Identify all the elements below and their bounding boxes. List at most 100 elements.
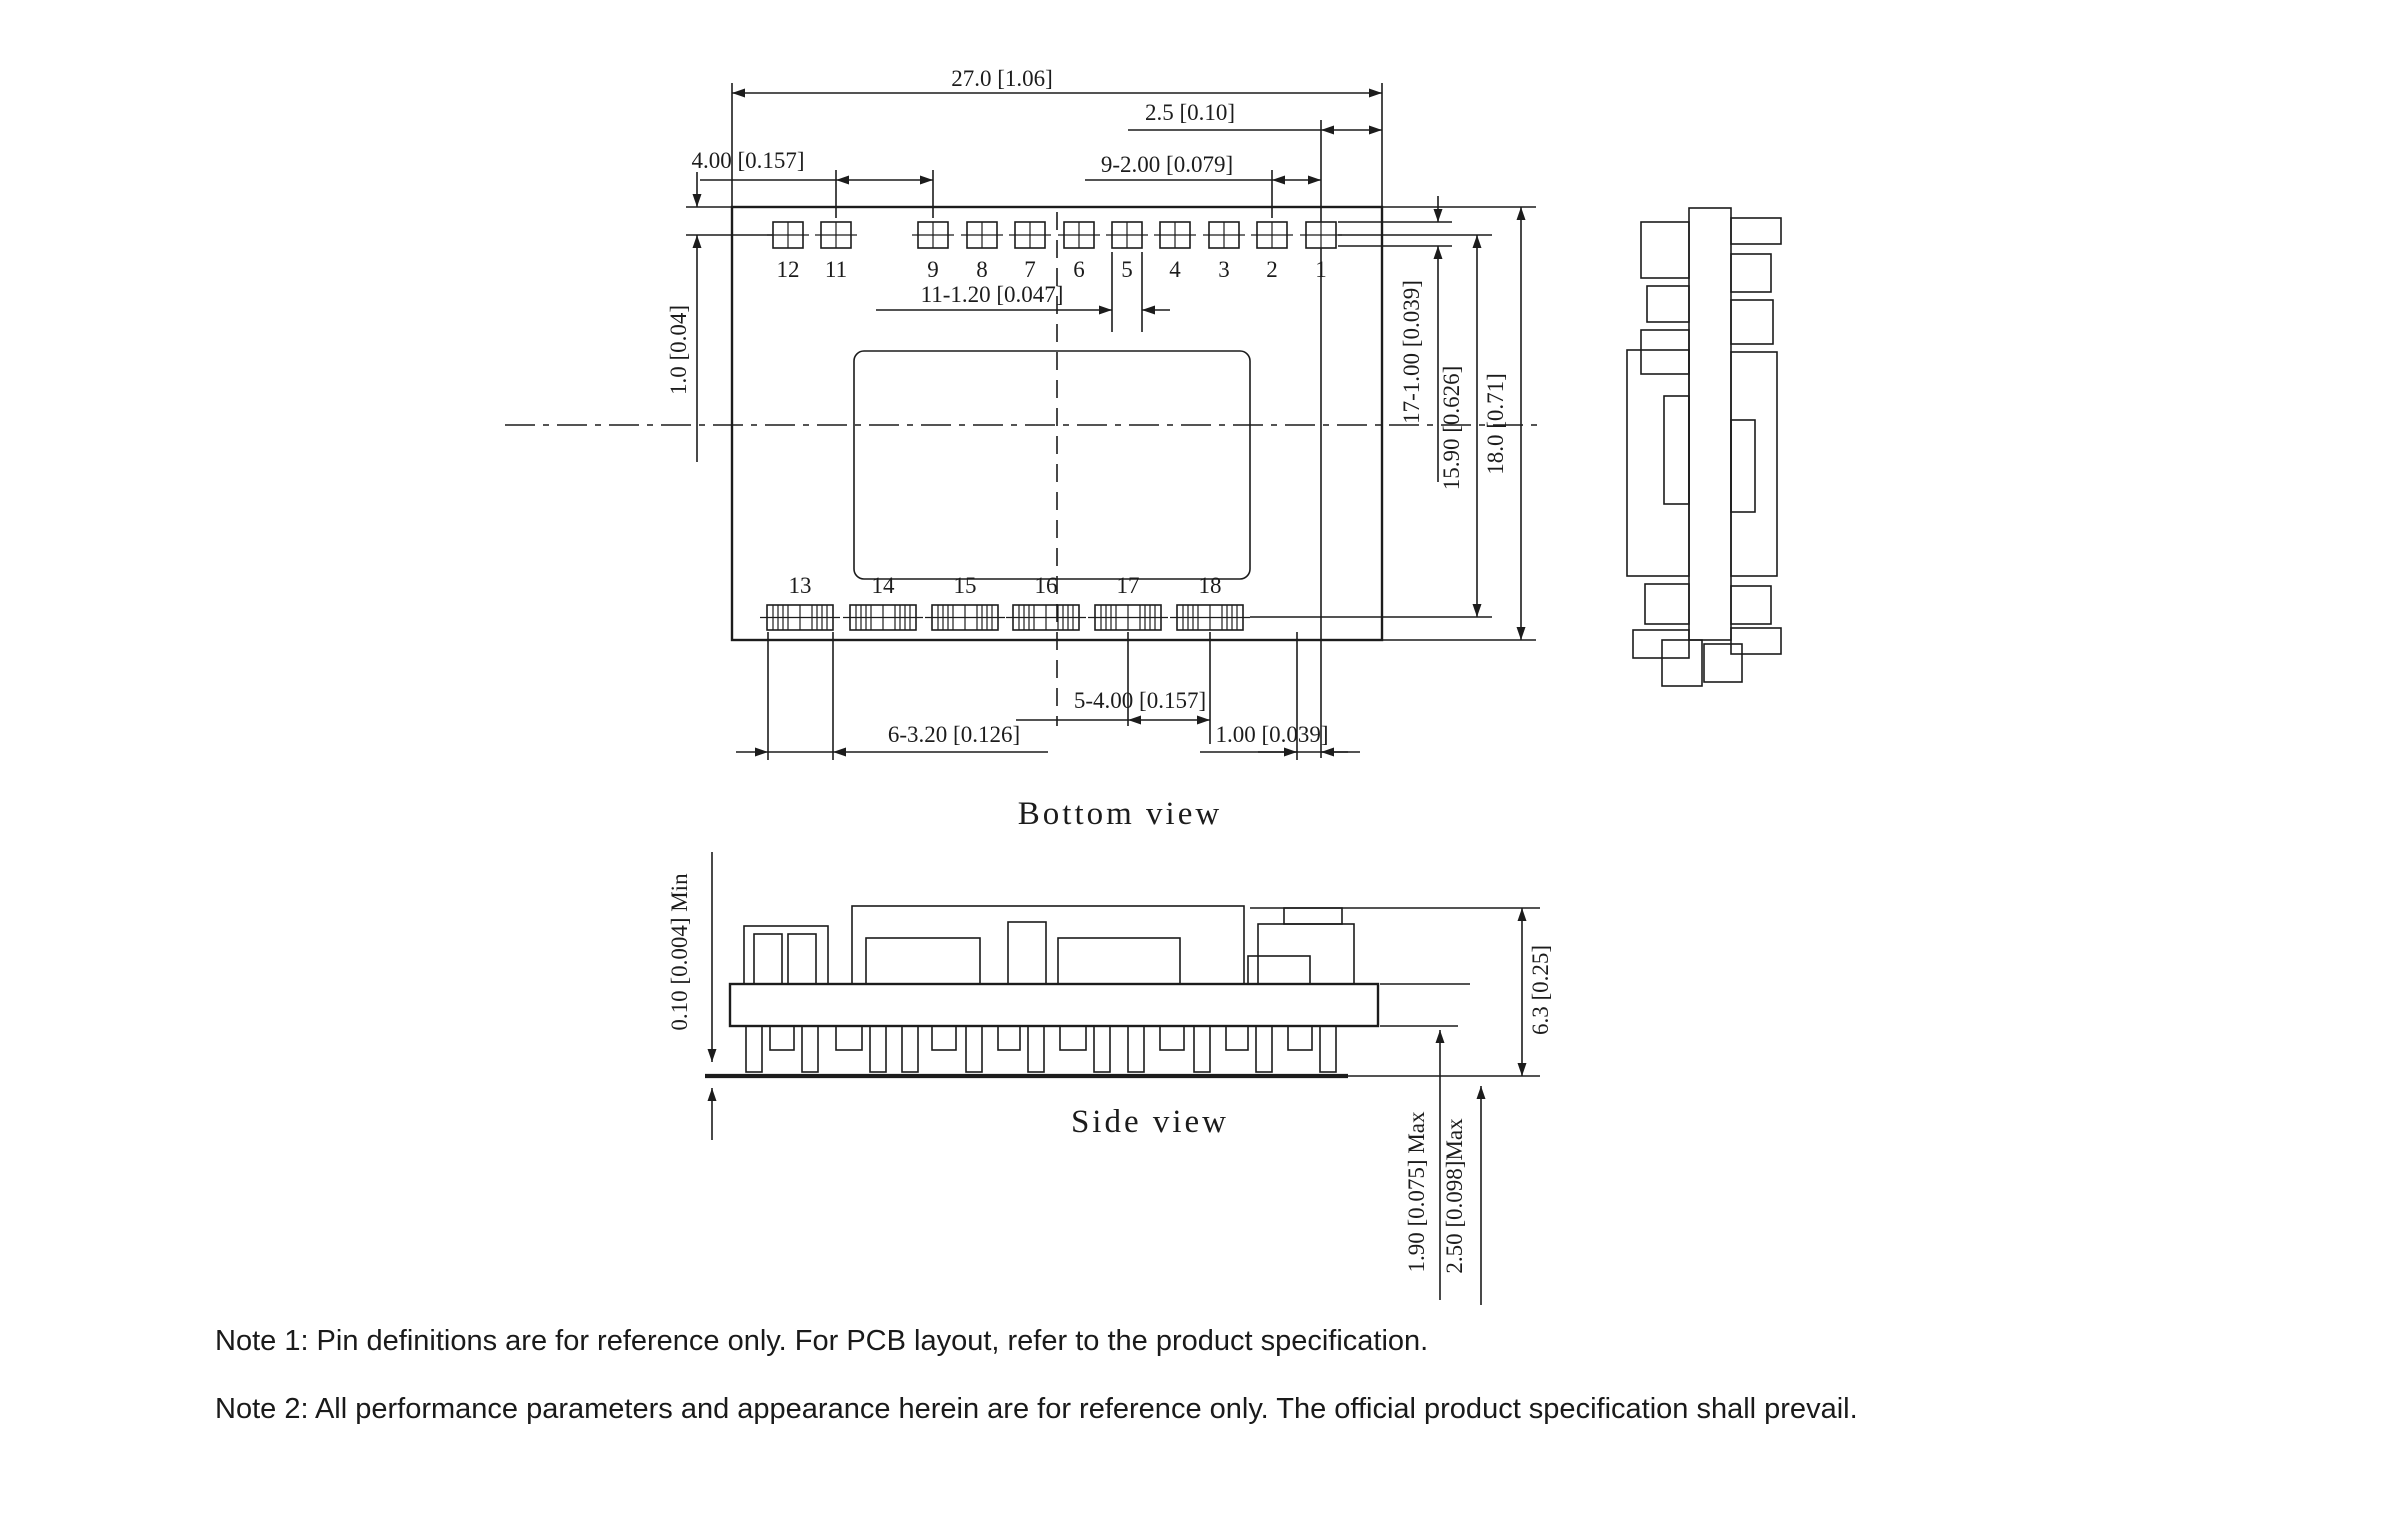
side-pin-17 [1255, 1025, 1273, 1073]
bottom-pad-pin-16: 16 [1006, 573, 1086, 631]
side-pins [745, 1025, 1337, 1073]
dim-standoff-label: 0.10 [0.004] Min [667, 873, 692, 1031]
arrowhead [1516, 207, 1526, 220]
top-pin-number: 8 [976, 257, 988, 282]
bottom-pad-pin-13: 13 [760, 573, 840, 631]
profile-part-2 [1730, 217, 1782, 245]
side-pin-14 [1159, 1025, 1185, 1051]
dim-pin-len1-label: 1.90 [0.075] Max [1404, 1111, 1429, 1272]
top-pin-number: 7 [1024, 257, 1036, 282]
top-pad-pin-3: 3 [1203, 221, 1245, 282]
side-component-6 [1007, 921, 1047, 985]
side-component-10 [1283, 907, 1343, 925]
pcb-bar [728, 982, 1380, 1028]
dim-pad-height-label: 17-1.00 [0.039] [1399, 280, 1424, 424]
top-pin-number: 4 [1169, 257, 1181, 282]
side-pin-15 [1193, 1025, 1211, 1073]
dim-height-label: 6.3 [0.25] [1528, 945, 1553, 1035]
side-pin-4 [835, 1025, 863, 1051]
dim-pin-len2-label: 2.50 [0.098]Max [1442, 1118, 1467, 1274]
top-pad-pin-9: 9 [912, 221, 954, 282]
profile-part-13 [1663, 395, 1690, 505]
side-component-7 [1057, 937, 1181, 985]
top-pad-pin-4: 4 [1154, 221, 1196, 282]
dim-pad-width-label: 11-1.20 [0.047] [921, 282, 1064, 307]
dim-top-pitch-label: 9-2.00 [0.079] [1101, 152, 1233, 177]
arrowhead [1099, 305, 1112, 315]
side-view: 0.10 [0.004] Min 6.3 [0.25] 1.90 [0.075]… [667, 852, 1553, 1305]
arrowhead [1128, 715, 1141, 725]
arrowhead [692, 194, 702, 207]
profile-part-1 [1688, 207, 1732, 641]
profile-part-15 [1632, 629, 1690, 659]
side-pin-8 [965, 1025, 983, 1073]
side-component-3 [787, 933, 817, 985]
dim-overall-width-label: 27.0 [1.06] [951, 66, 1053, 91]
arrowhead [1142, 305, 1155, 315]
arrowhead [1476, 1086, 1486, 1099]
bottom-pin-number: 17 [1117, 573, 1140, 598]
arrowhead [1369, 88, 1382, 98]
arrowhead [732, 88, 745, 98]
top-pin-number: 9 [927, 257, 939, 282]
arrowhead [1433, 209, 1443, 222]
top-pad-pin-6: 6 [1058, 221, 1100, 282]
profile-part-11 [1640, 329, 1690, 375]
note-1: Note 1: Pin definitions are for referenc… [215, 1325, 1428, 1357]
side-component-4 [851, 905, 1245, 985]
profile-part-14 [1644, 583, 1690, 625]
top-pin-number: 12 [777, 257, 800, 282]
profile-part-10 [1646, 285, 1690, 323]
arrowhead [1472, 604, 1482, 617]
arrowhead [1284, 747, 1297, 757]
side-pin-9 [997, 1025, 1021, 1051]
arrowhead [1517, 908, 1527, 921]
arrowhead [1517, 1063, 1527, 1076]
side-pin-12 [1093, 1025, 1111, 1073]
arrowhead [1435, 1030, 1445, 1043]
arrowhead [833, 747, 846, 757]
top-pad-pin-2: 2 [1251, 221, 1293, 282]
top-pin-number: 5 [1121, 257, 1133, 282]
side-pin-2 [769, 1025, 795, 1051]
bottom-pad-pin-17: 17 [1088, 573, 1168, 631]
profile-part-7 [1730, 585, 1772, 625]
top-pad-pin-5: 5 [1106, 221, 1148, 282]
profile-part-3 [1730, 253, 1772, 293]
bottom-pad-pin-14: 14 [843, 573, 923, 631]
arrowhead [836, 175, 849, 185]
profile-part-4 [1730, 299, 1774, 345]
side-component-5 [865, 937, 981, 985]
side-dimension-lines [711, 852, 1540, 1305]
side-pin-13 [1127, 1025, 1145, 1073]
side-dimension-arrowheads [707, 908, 1527, 1101]
notes-block: Note 1: Pin definitions are for referenc… [215, 1325, 1858, 1425]
top-pad-pin-8: 8 [961, 221, 1003, 282]
side-pin-16 [1225, 1025, 1249, 1051]
profile-part-6 [1730, 419, 1756, 513]
dim-edge-pad-label: 1.0 [0.04] [666, 305, 691, 395]
side-pin-6 [901, 1025, 919, 1073]
arrowhead [1197, 715, 1210, 725]
arrowhead [755, 747, 768, 757]
dimension-arrowheads [692, 88, 1526, 757]
top-pin-number: 3 [1218, 257, 1230, 282]
top-pin-number: 11 [825, 257, 847, 282]
arrowhead [1321, 747, 1334, 757]
side-pin-11 [1059, 1025, 1087, 1051]
dim-bottom-pitch-label: 5-4.00 [0.157] [1074, 688, 1206, 713]
dim-pin1-edge-label: 2.5 [0.10] [1145, 100, 1235, 125]
side-pin-10 [1027, 1025, 1045, 1073]
side-component-9 [1257, 923, 1355, 985]
bottom-pin-number: 14 [872, 573, 896, 598]
arrowhead [1272, 175, 1285, 185]
profile-part-9 [1640, 221, 1690, 279]
dim-offset-label: 1.00 [0.039] [1215, 722, 1328, 747]
dim-skip-pitch-label: 4.00 [0.157] [691, 148, 804, 173]
bottom-view-title: Bottom view [1018, 796, 1222, 832]
